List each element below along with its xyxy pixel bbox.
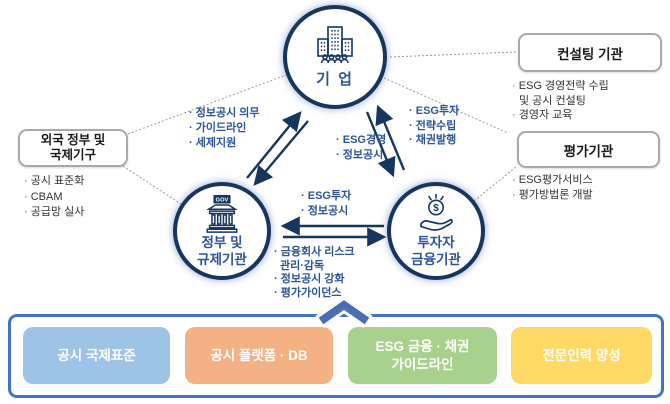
foundation-item-disclosure-platform-db: 공시 플랫폼 · DB xyxy=(185,327,333,384)
node-investor-label: 투자자 금융기관 xyxy=(411,235,461,267)
sidebox-consulting: 컨설팅 기관 xyxy=(518,33,662,72)
foundation-item-esg-finance-guideline: ESG 금융 · 채권 가이드라인 xyxy=(348,327,497,384)
node-government: GOV 정부 및 규제기관 xyxy=(173,182,271,280)
foundation-item-disclosure-standards: 공시 국제표준 xyxy=(23,327,170,384)
edge-labels-government-to-investor: 금융회사 리스크 관리·감독 정보공시 강화 평가가이던스 xyxy=(274,246,355,300)
edge-labels-investor-to-government: ESG투자 정보공시 xyxy=(301,189,351,219)
government-building-icon: GOV xyxy=(206,194,238,233)
gov-flag-text: GOV xyxy=(216,198,229,204)
foundation-panel: 공시 국제표준 공시 플랫폼 · DB ESG 금융 · 채권 가이드라인 전문… xyxy=(8,314,664,398)
bullet-list-foreign: 공시 표준화 CBAM 공급망 실사 xyxy=(24,174,85,221)
node-company-label: 기 업 xyxy=(316,70,354,88)
company-building-icon xyxy=(317,25,353,63)
bullet-list-consulting: ESG 경영전략 수립 및 공시 컨설팅 경영자 교육 xyxy=(512,79,609,123)
coin-dollar-text: $ xyxy=(433,203,439,214)
connector-foreign-to-government xyxy=(122,165,182,205)
sidebox-rating-agency: 평가기관 xyxy=(517,131,660,168)
connector-company-to-consulting xyxy=(389,51,517,58)
edge-labels-investor-to-company: ESG투자 전략수립 채권발행 xyxy=(409,104,459,148)
connector-investor-to-rating xyxy=(473,166,517,202)
foundation-item-talent-training: 전문인력 양성 xyxy=(511,327,652,384)
bullet-list-rating: ESG평가서비스 평가방법론 개발 xyxy=(512,173,593,203)
node-investor: $ 투자자 금융기관 xyxy=(387,182,485,280)
edge-labels-company-to-investor: ESG경영 정보공시 xyxy=(336,133,386,163)
hand-coin-icon: $ xyxy=(420,194,453,231)
node-government-label: 정부 및 규제기관 xyxy=(197,235,247,267)
arrow-company-to-government xyxy=(253,120,309,186)
node-company: 기 업 xyxy=(283,5,387,109)
edge-labels-company-government: 정보공시 의무 가이드라인 세제지원 xyxy=(189,106,260,151)
sidebox-foreign-government: 외국 정부 및 국제기구 xyxy=(18,129,128,167)
